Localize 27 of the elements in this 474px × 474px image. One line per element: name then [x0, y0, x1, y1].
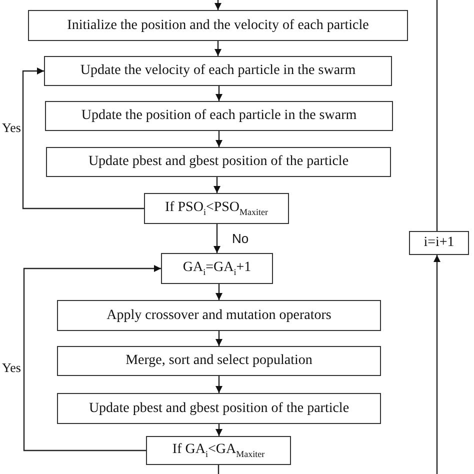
- arrow: [214, 224, 220, 253]
- arrow: [22, 68, 144, 210]
- process-box: Apply crossover and mutation operators: [57, 300, 381, 331]
- edge-label: Yes: [2, 121, 21, 135]
- process-box: GA$_{i}$=GA$_{i}$+1: [161, 253, 273, 284]
- edge-label: Yes: [2, 361, 21, 375]
- arrow: [214, 0, 222, 10]
- process-box: i=i+1: [409, 231, 469, 255]
- arrow: [214, 41, 222, 56]
- arrow: [216, 284, 222, 300]
- process-box: Initialize the position and the velocity of each particle: [28, 10, 408, 41]
- process-box: Merge, sort and select population: [57, 346, 381, 376]
- process-box: If GA$_{i}$<GA$_{Maxiter}$: [146, 436, 291, 465]
- arrow: [216, 424, 222, 436]
- arrow: [23, 265, 161, 452]
- process-box: If PSO$_{i}$<PSO$_{Maxiter}$: [144, 193, 289, 224]
- arrow: [434, 255, 440, 474]
- arrow: [216, 376, 222, 393]
- process-box: Update pbest and gbest position of the particle: [46, 147, 391, 177]
- arrow: [216, 86, 222, 101]
- process-box: Update pbest and gbest position of the particle: [57, 393, 381, 424]
- arrow: [216, 331, 222, 346]
- process-box: Update the position of each particle in the swarm: [45, 101, 393, 131]
- process-box: Update the velocity of each particle in the swarm: [44, 56, 392, 86]
- edge-label: No: [232, 232, 249, 246]
- arrow: [216, 131, 222, 147]
- arrow: [214, 177, 220, 193]
